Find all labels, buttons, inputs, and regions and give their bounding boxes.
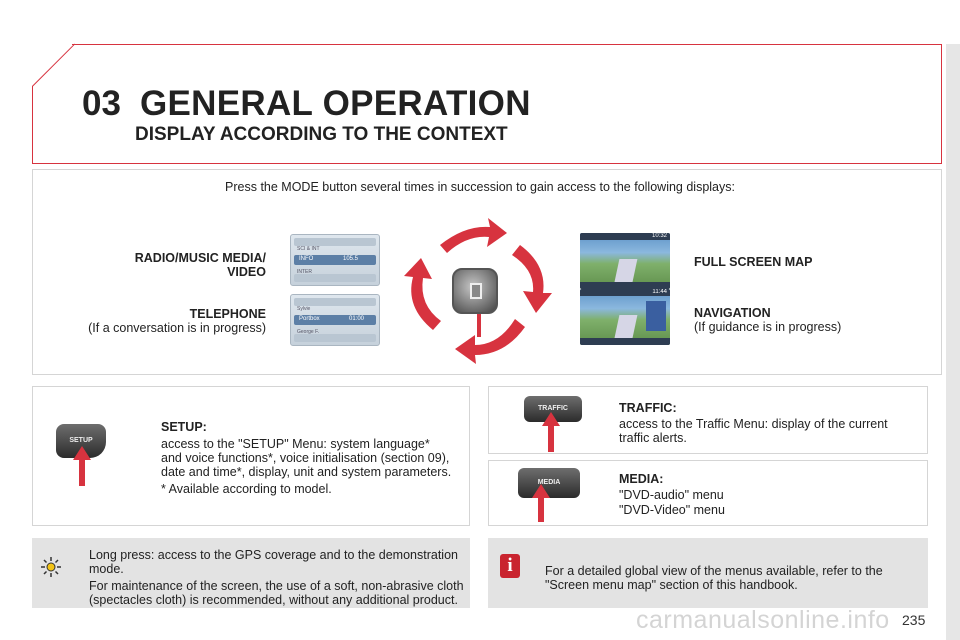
arrow-left [404, 258, 441, 330]
navigation-screen-thumbnail: 11:44 [580, 289, 670, 345]
info-left-text-2: mode. [89, 562, 124, 576]
navigation-label: NAVIGATION (If guidance is in progress) [694, 306, 841, 334]
mode-intro-text: Press the MODE button several times in s… [225, 180, 735, 194]
media-arrow-icon [532, 484, 550, 522]
watermark: carmanualsonline.info [636, 606, 890, 634]
setup-text-2: and voice functions*, voice initialisati… [161, 451, 450, 465]
radio-media-label-line1: RADIO/MUSIC MEDIA/ [134, 251, 266, 265]
phone-screen-line2: Portbox [299, 316, 320, 322]
navigation-title: NAVIGATION [694, 306, 771, 320]
telephone-label: TELEPHONE (If a conversation is in progr… [60, 307, 266, 335]
telephone-screen-thumbnail: Sylvie Portbox 01:00 George F. [290, 294, 380, 346]
radio-media-label-line2: VIDEO [227, 265, 266, 279]
phone-screen-line3: 01:00 [349, 316, 365, 322]
info-right-text-2: "Screen menu map" section of this handbo… [545, 578, 798, 592]
media-key-icon: MEDIA [518, 468, 580, 498]
traffic-description: access to the Traffic Menu: display of t… [619, 417, 888, 445]
traffic-arrow-icon [542, 412, 560, 452]
setup-arrow-icon [73, 446, 91, 486]
arrow-bottom [455, 319, 525, 364]
setup-panel [32, 386, 470, 526]
page-number: 235 [902, 612, 926, 628]
map-screen-time: 10:32 [651, 233, 667, 239]
section-number: 03 [82, 84, 121, 123]
info-box-right [488, 538, 928, 608]
arrow-right [512, 245, 552, 313]
setup-text-1: access to the "SETUP" Menu: system langu… [161, 437, 430, 451]
setup-title: SETUP: [161, 420, 207, 434]
mode-button-icon [452, 268, 498, 314]
media-title: MEDIA: [619, 472, 664, 486]
sun-icon [41, 557, 61, 577]
page-subtitle: DISPLAY ACCORDING TO THE CONTEXT [135, 124, 508, 145]
info-left-text-3: For maintenance of the screen, the use o… [89, 579, 464, 593]
info-left-text-1: Long press: access to the GPS coverage a… [89, 548, 458, 562]
media-item-2: "DVD-Video" menu [619, 503, 725, 517]
right-margin-strip [946, 44, 960, 640]
full-screen-map-label: FULL SCREEN MAP [694, 255, 813, 269]
phone-screen-line4: George F. [297, 329, 319, 335]
phone-screen-line1: Sylvie [297, 306, 311, 312]
setup-description: access to the "SETUP" Menu: system langu… [161, 437, 451, 479]
traffic-text-1: access to the Traffic Menu: display of t… [619, 417, 888, 431]
setup-text-3: date and time*, display, unit and system… [161, 465, 452, 479]
header-frame [32, 44, 942, 164]
radio-screen-line2: INFO [299, 256, 314, 262]
info-icon: i [500, 554, 520, 578]
telephone-title: TELEPHONE [189, 307, 266, 321]
radio-screen-line1: SCI & INT [297, 246, 320, 252]
full-map-screen-thumbnail: 10:32 [580, 233, 670, 289]
media-item-1: "DVD-audio" menu [619, 488, 724, 502]
radio-screen-thumbnail: SCI & INT INFO 105.5 INTER [290, 234, 380, 286]
page-title: GENERAL OPERATION [140, 84, 531, 123]
radio-media-label: RADIO/MUSIC MEDIA/ VIDEO [90, 251, 266, 279]
header-top-border [72, 44, 942, 45]
radio-screen-line4: INTER [297, 269, 312, 275]
info-right-text-1: For a detailed global view of the menus … [545, 564, 883, 578]
info-left-text: Long press: access to the GPS coverage a… [89, 548, 464, 607]
traffic-text-2: traffic alerts. [619, 431, 687, 445]
info-left-text-4: (spectacles cloth) is recommended, witho… [89, 593, 458, 607]
nav-screen-time: 11:44 [652, 289, 667, 295]
setup-note: * Available according to model. [161, 482, 332, 496]
arrow-top [440, 218, 507, 253]
navigation-note: (If guidance is in progress) [694, 320, 842, 334]
info-box-left [32, 538, 470, 608]
telephone-note: (If a conversation is in progress) [88, 321, 266, 335]
full-screen-map-title: FULL SCREEN MAP [694, 255, 813, 269]
traffic-title: TRAFFIC: [619, 401, 677, 415]
radio-screen-line3: 105.5 [343, 256, 359, 262]
info-right-text: For a detailed global view of the menus … [545, 564, 883, 592]
